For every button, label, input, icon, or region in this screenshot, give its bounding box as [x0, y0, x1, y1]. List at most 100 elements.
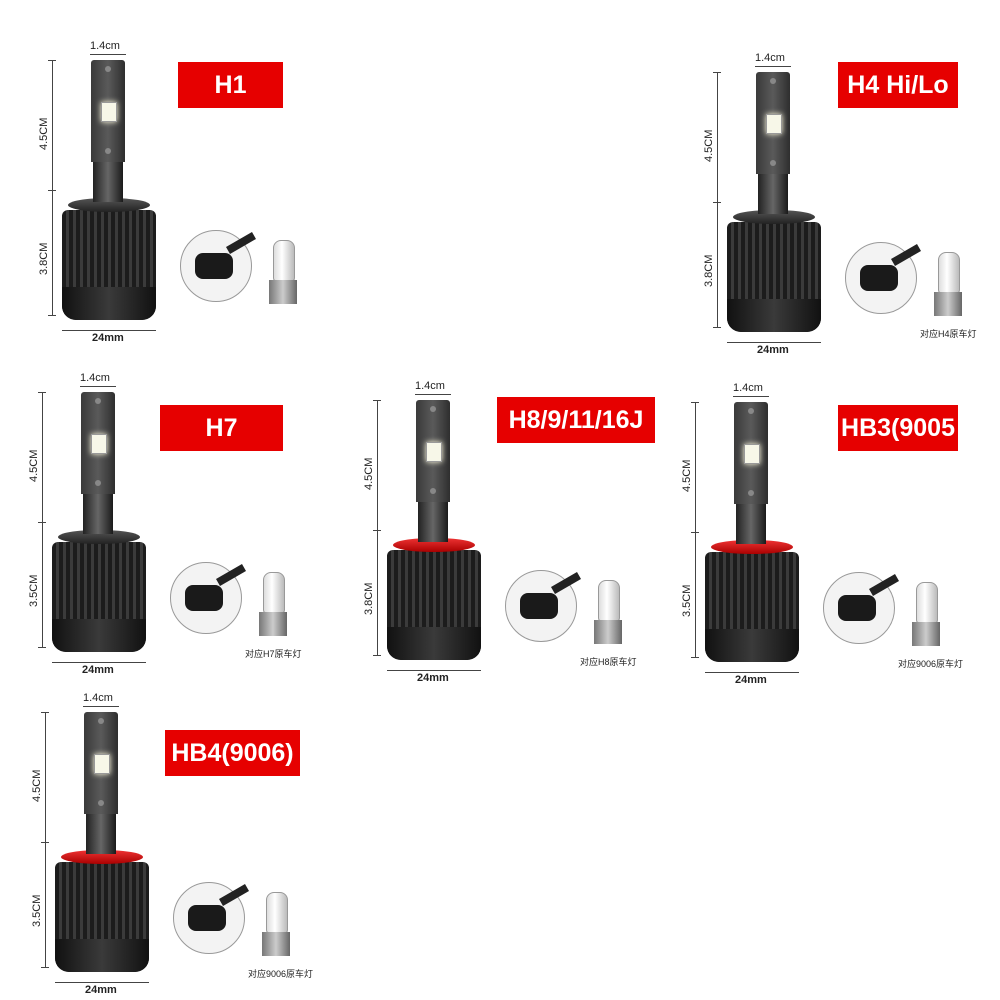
led-board [734, 402, 768, 504]
width-bottom-dimension: 24mm [92, 332, 124, 344]
bulb-panel: HB4(9006) 1.4cm 4.5CM 3.5CM 24mm 对应9006原… [31, 692, 353, 996]
height-upper-dimension: 4.5CM [31, 769, 43, 802]
heatsink-base [387, 550, 481, 660]
bulb-type-label: H7 [160, 405, 283, 451]
screw-icon [105, 66, 111, 72]
led-board [81, 392, 115, 494]
bulb-collar [61, 850, 143, 864]
height-line [42, 392, 43, 647]
led-chip [426, 442, 442, 462]
screw-icon [748, 490, 754, 496]
halogen-bulb-image [255, 572, 291, 642]
width-bottom-line [52, 662, 146, 663]
bulb-collar [58, 530, 140, 544]
heatsink-base [705, 552, 799, 662]
height-tick [713, 327, 721, 328]
halogen-bulb-image [590, 580, 626, 650]
height-tick [48, 315, 56, 316]
bulb-type-label: H4 Hi/Lo [838, 62, 958, 108]
height-tick [41, 842, 49, 843]
height-tick [38, 392, 46, 393]
height-tick [38, 522, 46, 523]
screw-icon [98, 800, 104, 806]
bulb-type-label: HB4(9006) [165, 730, 300, 776]
led-board [84, 712, 118, 814]
width-top-dimension: 1.4cm [755, 52, 785, 64]
height-lower-dimension: 3.8CM [363, 582, 375, 615]
width-bottom-line [705, 672, 799, 673]
height-line [45, 712, 46, 967]
heatsink-base [62, 210, 156, 320]
width-top-line [415, 394, 451, 395]
led-board [91, 60, 125, 162]
screw-icon [105, 148, 111, 154]
height-tick [373, 655, 381, 656]
led-chip [744, 444, 760, 464]
height-upper-dimension: 4.5CM [38, 117, 50, 150]
height-tick [38, 647, 46, 648]
height-tick [373, 530, 381, 531]
heatsink-base [52, 542, 146, 652]
led-chip [94, 754, 110, 774]
width-bottom-line [55, 982, 149, 983]
original-bulb-caption: 对应H8原车灯 [580, 657, 637, 667]
bulb-neck [736, 502, 766, 544]
height-lower-dimension: 3.5CM [28, 574, 40, 607]
bulb-panel: H4 Hi/Lo 1.4cm 4.5CM 3.8CM 24mm 对应H4原车灯 [703, 52, 1000, 356]
width-bottom-line [387, 670, 481, 671]
width-top-line [83, 706, 119, 707]
height-upper-dimension: 4.5CM [28, 449, 40, 482]
screw-icon [770, 160, 776, 166]
width-top-line [755, 66, 791, 67]
connector-image [845, 242, 921, 314]
halogen-bulb-image [265, 240, 301, 310]
screw-icon [770, 78, 776, 84]
width-top-dimension: 1.4cm [733, 382, 763, 394]
connector-image [505, 570, 581, 642]
height-line [377, 400, 378, 655]
width-bottom-line [727, 342, 821, 343]
width-top-dimension: 1.4cm [415, 380, 445, 392]
bulb-neck [758, 172, 788, 214]
width-bottom-dimension: 24mm [735, 674, 767, 686]
bulb-type-label: HB3(9005 [838, 405, 958, 451]
connector-image [173, 882, 249, 954]
bulb-neck [418, 500, 448, 542]
height-tick [41, 712, 49, 713]
height-lower-dimension: 3.8CM [38, 242, 50, 275]
led-board [416, 400, 450, 502]
height-line [695, 402, 696, 657]
halogen-bulb-image [930, 252, 966, 322]
bulb-collar [68, 198, 150, 212]
width-bottom-dimension: 24mm [757, 344, 789, 356]
height-tick [691, 657, 699, 658]
screw-icon [430, 488, 436, 494]
height-tick [48, 60, 56, 61]
width-bottom-line [62, 330, 156, 331]
screw-icon [748, 408, 754, 414]
bulb-type-label: H8/9/11/16J [497, 397, 655, 443]
bulb-type-label: H1 [178, 62, 283, 108]
width-top-line [80, 386, 116, 387]
connector-image [180, 230, 256, 302]
led-board [756, 72, 790, 174]
height-tick [48, 190, 56, 191]
bulb-collar [711, 540, 793, 554]
connector-image [823, 572, 899, 644]
height-tick [691, 402, 699, 403]
width-top-dimension: 1.4cm [80, 372, 110, 384]
halogen-bulb-image [258, 892, 294, 962]
height-tick [373, 400, 381, 401]
screw-icon [95, 480, 101, 486]
bulb-collar [393, 538, 475, 552]
screw-icon [95, 398, 101, 404]
height-upper-dimension: 4.5CM [703, 129, 715, 162]
halogen-bulb-image [908, 582, 944, 652]
height-tick [713, 202, 721, 203]
original-bulb-caption: 对应9006原车灯 [898, 659, 964, 669]
height-line [717, 72, 718, 327]
bulb-collar [733, 210, 815, 224]
height-lower-dimension: 3.8CM [703, 254, 715, 287]
led-chip [91, 434, 107, 454]
width-top-line [90, 54, 126, 55]
